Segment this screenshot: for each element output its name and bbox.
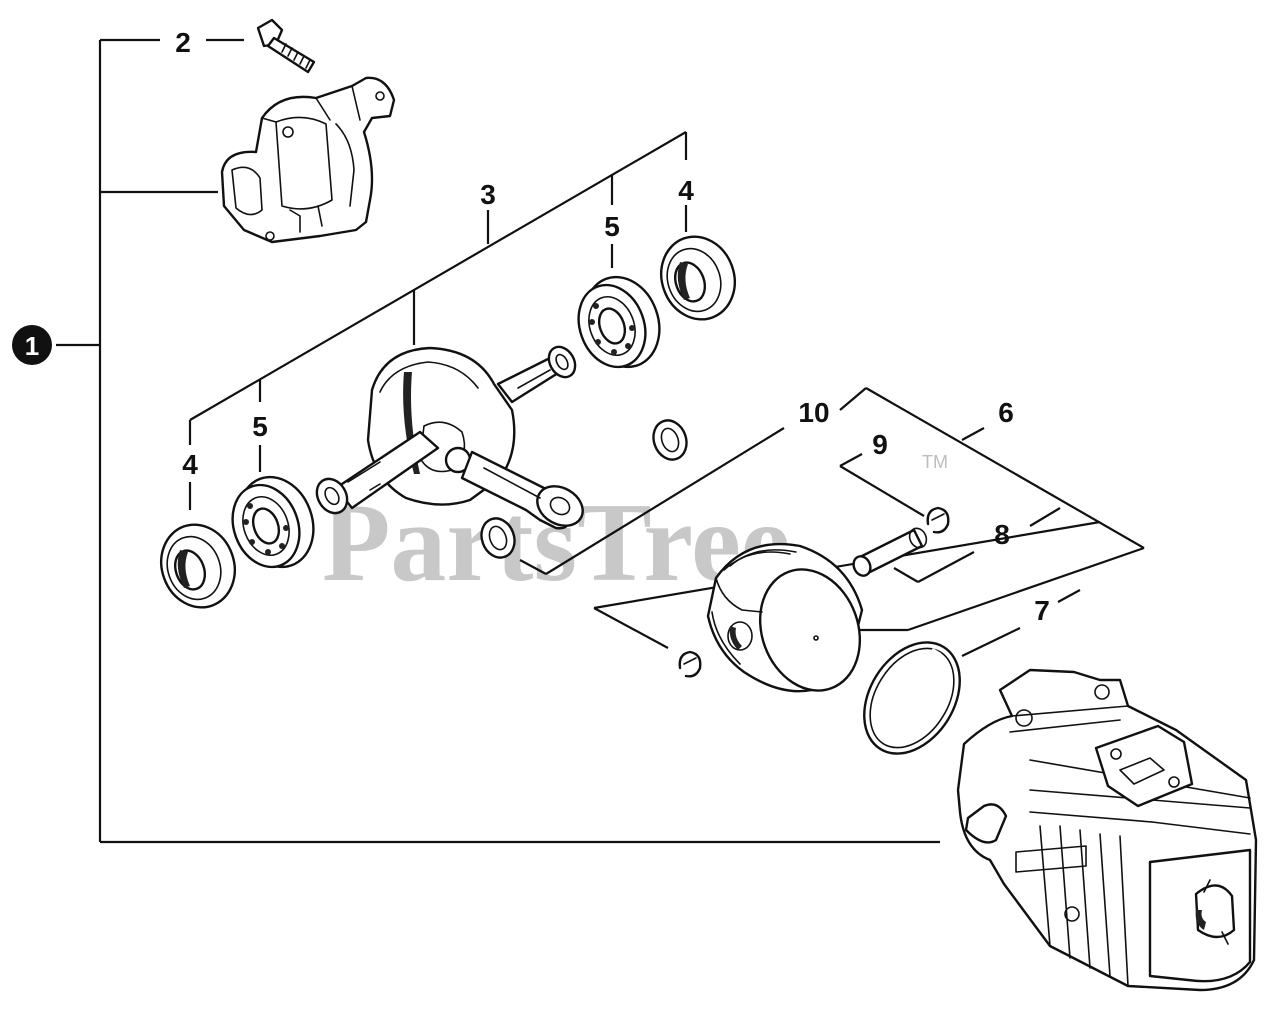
ball-bearing-icon[interactable]	[222, 466, 326, 577]
callout-6[interactable]: 6	[998, 397, 1014, 428]
needle-bearing-icon[interactable]	[476, 514, 520, 563]
circlip-icon[interactable]	[678, 650, 702, 678]
callout-9[interactable]: 9	[872, 429, 888, 460]
crankcase-icon[interactable]	[220, 76, 396, 244]
piston-icon[interactable]	[706, 542, 876, 705]
watermark-tm: TM	[922, 452, 948, 472]
callout-7[interactable]: 7	[1034, 595, 1050, 626]
crankshaft-leader-lines	[188, 131, 688, 510]
callout-3[interactable]: 3	[480, 179, 496, 210]
oil-seal-icon[interactable]	[650, 226, 746, 330]
piston-group-bracket	[593, 387, 1145, 649]
callout-5-lower[interactable]: 5	[252, 411, 268, 442]
circlip-leader	[839, 453, 925, 517]
crankshaft-icon[interactable]	[311, 342, 590, 533]
circlip-icon[interactable]	[926, 506, 950, 534]
ball-bearing-icon[interactable]	[568, 266, 672, 377]
piston-pin-leader	[893, 507, 1061, 583]
callout-4-upper[interactable]: 4	[678, 175, 694, 206]
piston-ring-icon[interactable]	[845, 625, 980, 771]
needle-bearing-leader	[519, 427, 785, 575]
oil-seal-icon[interactable]	[150, 514, 246, 618]
callout-5-upper[interactable]: 5	[604, 211, 620, 242]
callout-1-badge[interactable]	[12, 325, 52, 365]
needle-bearing-icon[interactable]	[648, 416, 692, 465]
callout-2[interactable]: 2	[175, 27, 191, 58]
callout-1: 1	[25, 331, 39, 361]
callout-4-lower[interactable]: 4	[182, 449, 198, 480]
callout-10[interactable]: 10	[798, 397, 829, 428]
cylinder-icon[interactable]	[956, 668, 1258, 992]
callout-8[interactable]: 8	[994, 519, 1010, 550]
assembly-bracket	[56, 38, 940, 844]
piston-ring-leader	[961, 589, 1081, 657]
bolt-icon[interactable]	[256, 18, 316, 74]
piston-pin-icon[interactable]	[851, 526, 930, 579]
